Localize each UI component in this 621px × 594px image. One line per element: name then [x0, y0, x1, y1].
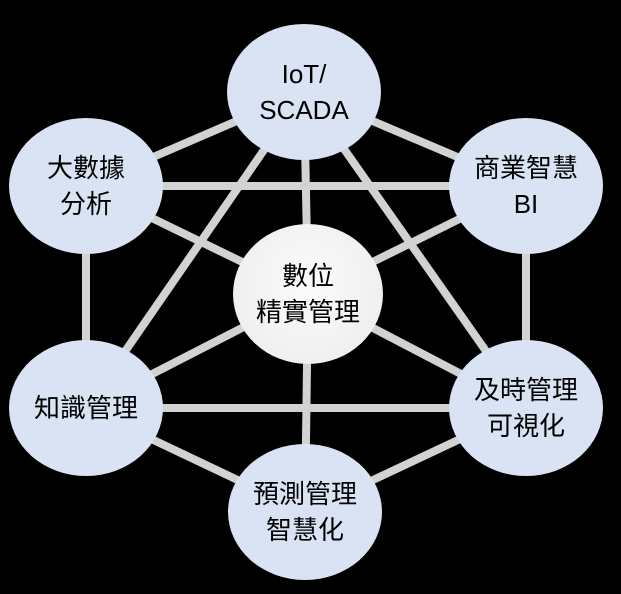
- node-digital-lean-management-hub: 數位 精實管理: [233, 224, 383, 364]
- node-label-line: 精實管理: [255, 297, 360, 327]
- node-label-line: BI: [513, 189, 539, 219]
- node-label-line: 數位: [281, 261, 334, 291]
- node-predictive-management: 預測管理 智慧化: [228, 444, 382, 580]
- node-label-line: 及時管理: [473, 375, 578, 405]
- node-jit-management-visualization: 及時管理 可視化: [449, 340, 603, 476]
- node-label-line: 智慧化: [265, 515, 344, 545]
- node-business-intelligence: 商業智慧 BI: [449, 118, 603, 254]
- node-label-line: 商業智慧: [473, 153, 578, 183]
- node-knowledge-management: 知識管理: [9, 340, 163, 476]
- node-big-data-analytics: 大數據 分析: [9, 118, 163, 254]
- node-iot-scada: IoT/ SCADA: [227, 24, 381, 160]
- node-label-line: IoT/: [281, 59, 327, 89]
- node-label-line: SCADA: [259, 95, 349, 125]
- node-label-line: 大數據: [46, 153, 125, 183]
- node-label-line: 分析: [59, 189, 112, 219]
- node-label-line: 知識管理: [33, 393, 138, 423]
- node-label-line: 預測管理: [252, 479, 357, 509]
- node-label-line: 可視化: [486, 411, 565, 441]
